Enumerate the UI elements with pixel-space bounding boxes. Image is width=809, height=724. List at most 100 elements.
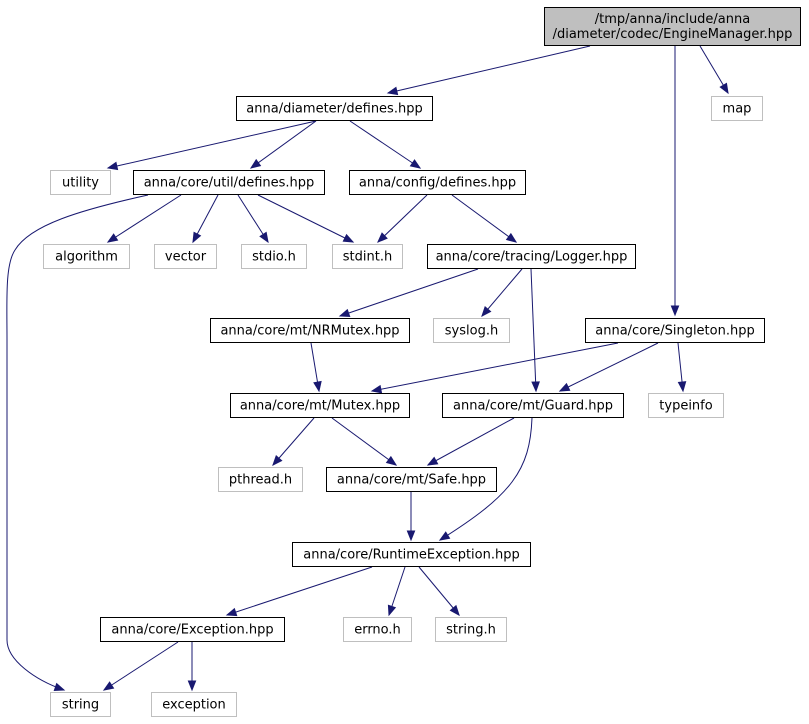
edge-line <box>530 268 537 392</box>
node-box <box>43 244 130 269</box>
edge-line <box>257 194 354 243</box>
edge-exception_hpp-to-string <box>102 641 179 691</box>
node-label: anna/diameter/defines.hpp <box>246 102 422 117</box>
node-label: anna/core/tracing/Logger.hpp <box>436 250 628 265</box>
node-box <box>218 467 303 492</box>
edge-engine_manager-to-singleton <box>670 46 680 317</box>
edge-line <box>226 566 373 616</box>
edge-line <box>107 194 182 243</box>
node-label: typeinfo <box>659 399 712 414</box>
edge-line <box>418 566 460 616</box>
node-runtime-exception[interactable]: anna/core/RuntimeException.hpp <box>292 542 531 567</box>
arrowhead-icon <box>386 86 399 96</box>
arrowhead-icon <box>670 305 680 317</box>
arrowhead-icon <box>106 161 119 171</box>
arrowhead-icon <box>558 382 571 392</box>
edge-runtime_exception-to-errno_h <box>387 566 406 617</box>
edge-util_defines-to-stdint_h <box>257 194 355 243</box>
node-label: /tmp/anna/include/anna <box>595 12 750 27</box>
arrowhead-icon <box>106 233 119 243</box>
node-mutex[interactable]: anna/core/mt/Mutex.hpp <box>230 393 410 418</box>
node-label: vector <box>165 250 207 265</box>
nodes-layer: /tmp/anna/include/anna/diameter/codec/En… <box>43 7 801 717</box>
node-label: anna/core/Singleton.hpp <box>595 324 754 339</box>
node-logger[interactable]: anna/core/tracing/Logger.hpp <box>427 244 636 269</box>
edge-line <box>427 417 515 466</box>
node-label: string.h <box>446 623 496 638</box>
arrowhead-icon <box>426 456 439 466</box>
node-box <box>544 7 801 46</box>
node-engine-manager[interactable]: /tmp/anna/include/anna/diameter/codec/En… <box>544 7 801 46</box>
node-box <box>442 393 624 418</box>
node-label: anna/config/defines.hpp <box>359 176 516 191</box>
node-box <box>332 244 403 269</box>
node-box <box>151 692 237 717</box>
edge-line <box>439 417 533 541</box>
edge-line <box>377 194 428 243</box>
node-box <box>230 393 410 418</box>
edge-nrmutex-to-mutex <box>310 342 322 393</box>
edge-line <box>6 194 149 691</box>
edge-runtime_exception-to-exception_hpp <box>225 566 373 617</box>
node-box <box>427 244 636 269</box>
edge-util_defines-to-vector <box>192 194 219 244</box>
node-diameter-defines[interactable]: anna/diameter/defines.hpp <box>236 96 433 121</box>
node-utility: utility <box>50 170 111 195</box>
edge-diameter_defines-to-config_defines <box>349 120 422 169</box>
node-typeinfo: typeinfo <box>648 393 724 418</box>
arrowhead-icon <box>438 531 451 541</box>
node-box <box>50 692 111 717</box>
node-errno-h: errno.h <box>343 617 412 642</box>
edge-singleton-to-mutex <box>370 342 619 394</box>
node-box <box>435 617 507 642</box>
node-nrmutex[interactable]: anna/core/mt/NRMutex.hpp <box>210 318 410 343</box>
node-singleton[interactable]: anna/core/Singleton.hpp <box>585 318 765 343</box>
edge-runtime_exception-to-string_h <box>418 566 460 617</box>
node-label: anna/core/util/defines.hpp <box>144 176 315 191</box>
edge-line <box>272 417 315 466</box>
arrowhead-icon <box>272 454 283 467</box>
arrowhead-icon <box>406 530 416 542</box>
edge-line <box>349 120 421 169</box>
edge-engine_manager-to-map <box>699 45 729 95</box>
node-config-defines[interactable]: anna/config/defines.hpp <box>349 170 526 195</box>
edge-config_defines-to-stdint_h <box>377 194 428 243</box>
node-pthread-h: pthread.h <box>218 467 303 492</box>
node-label: syslog.h <box>445 324 498 339</box>
arrowhead-icon <box>313 380 322 393</box>
edge-line <box>387 45 591 94</box>
node-safe[interactable]: anna/core/mt/Safe.hpp <box>326 467 497 492</box>
edge-config_defines-to-logger <box>451 194 518 243</box>
edge-logger-to-guard <box>530 268 540 393</box>
edge-util_defines-to-stdio_h <box>237 194 269 244</box>
edge-safe-to-runtime_exception <box>406 492 416 542</box>
node-util-defines[interactable]: anna/core/util/defines.hpp <box>133 170 325 195</box>
node-guard[interactable]: anna/core/mt/Guard.hpp <box>442 393 624 418</box>
arrowhead-icon <box>719 82 729 95</box>
arrowhead-icon <box>192 231 202 244</box>
node-string-h: string.h <box>435 617 507 642</box>
edge-mutex-to-pthread_h <box>272 417 315 467</box>
edge-line <box>451 194 517 243</box>
node-label: /diameter/codec/EngineManager.hpp <box>553 27 793 42</box>
node-exception-hpp[interactable]: anna/core/Exception.hpp <box>100 617 285 642</box>
arrowhead-icon <box>531 381 540 393</box>
arrowhead-icon <box>370 384 383 394</box>
edge-line <box>107 120 317 169</box>
edge-logger-to-nrmutex <box>338 268 479 318</box>
node-box <box>326 467 497 492</box>
edge-line <box>250 120 317 169</box>
node-box <box>292 542 531 567</box>
node-box <box>133 170 325 195</box>
edge-singleton-to-typeinfo <box>677 342 687 393</box>
arrowhead-icon <box>409 159 422 169</box>
node-stdio-h: stdio.h <box>241 244 307 269</box>
node-label: exception <box>162 698 226 713</box>
node-box <box>50 170 111 195</box>
edge-line <box>339 268 479 317</box>
edge-guard-to-safe <box>426 417 515 466</box>
node-syslog-h: syslog.h <box>433 318 510 343</box>
node-vector: vector <box>154 244 217 269</box>
edge-diameter_defines-to-utility <box>106 120 317 171</box>
